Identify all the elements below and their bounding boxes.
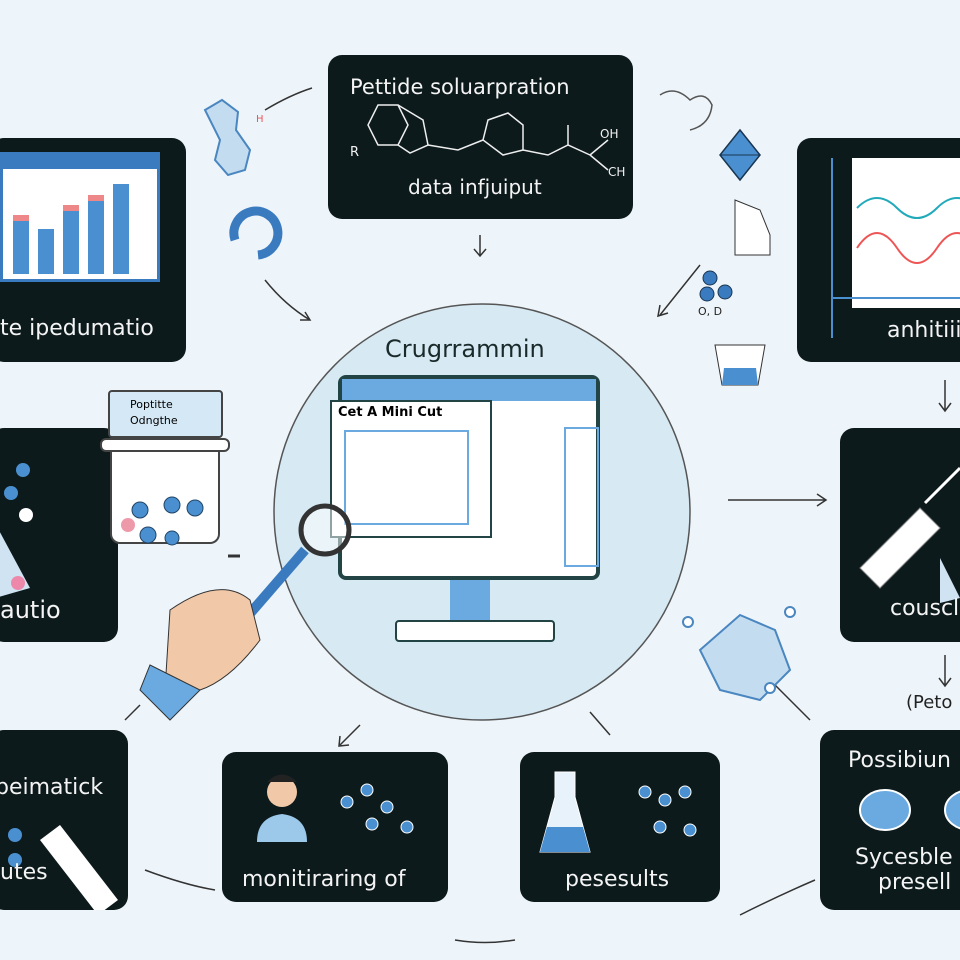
panel-left-bottom: beimatick utes: [0, 730, 128, 910]
molecule-dots-icon: [699, 270, 733, 302]
panel-line2: presell: [878, 870, 952, 895]
app-window[interactable]: Cet A Mini Cut: [330, 400, 492, 538]
panel-label-bottom: utes: [0, 860, 48, 885]
keyboard: [395, 620, 555, 642]
molecule-icon: [203, 98, 252, 177]
document-icon: [734, 199, 771, 256]
cycle-icon: [229, 206, 283, 260]
syringe-icon: [8, 825, 118, 910]
panel-subtitle: data infjuiput: [408, 175, 542, 199]
panel-label: te ipedumatio: [0, 316, 154, 341]
browser-chart-image: [0, 152, 160, 282]
syringe-icon: [859, 466, 960, 603]
center-title: Crugrrammin: [385, 335, 545, 363]
arrow: [264, 87, 313, 111]
h-label: H: [256, 114, 264, 125]
panel-peptide-preparation: Pettide soluarpration R OH CH data infju…: [328, 55, 633, 219]
caption-peto: (Peto: [906, 692, 953, 713]
panel-results: pesesults: [520, 752, 720, 902]
flask-icon: [539, 771, 697, 853]
brain-icon: [859, 789, 960, 831]
chem-label-ch: CH: [608, 165, 626, 179]
arrow: [124, 704, 141, 721]
arrow: [454, 939, 516, 944]
panel-monitoring: monitiraring of: [222, 752, 448, 902]
arrow: [589, 711, 611, 736]
window-title: Cet A Mini Cut: [338, 405, 443, 420]
arrow: [739, 879, 816, 916]
panel-label: couscl: [890, 596, 960, 621]
panel-line1: Sycesble: [855, 845, 953, 870]
chemical-structure-icon: [367, 104, 609, 171]
molecule-label: O, D: [698, 305, 723, 318]
arrow-right: [728, 493, 828, 507]
panel-label: pesesults: [565, 867, 670, 892]
chem-label-oh: OH: [600, 127, 619, 141]
panel-possibilities: Possibiun Sycesble presell: [820, 730, 960, 910]
arrow: [769, 679, 811, 721]
arrow: [657, 264, 701, 318]
panel-label: anhitiii: [887, 318, 960, 343]
network-icon: [682, 606, 796, 702]
panel-right-mid: couscl: [840, 428, 960, 642]
arrow-down: [473, 235, 487, 258]
waveform-chart: [831, 158, 960, 338]
arrow: [144, 869, 216, 891]
cup-label-line1: Poptitte: [130, 398, 173, 411]
panel-title: Pettide soluarpration: [350, 75, 570, 99]
panel-right-top: anhitiii: [797, 138, 960, 362]
arrow-down: [938, 380, 952, 413]
panel-left-mid: autio: [0, 428, 118, 642]
arrow: [264, 279, 312, 321]
arrow-down: [938, 655, 952, 688]
arrow: [338, 724, 361, 747]
panel-label: autio: [0, 596, 61, 624]
heart-icon: [659, 90, 713, 131]
panel-title: Possibiun: [848, 748, 951, 773]
chem-label-r: R: [350, 145, 360, 160]
cup-label-line2: Odngthe: [130, 414, 178, 427]
panel-left-top: te ipedumatio: [0, 138, 186, 362]
peptide-cup: Poptitte Odngthe: [100, 390, 230, 550]
flask-icon: [0, 463, 33, 597]
panel-label: monitiraring of: [242, 867, 406, 892]
panel-label-top: beimatick: [0, 775, 104, 800]
person-icon: [257, 774, 414, 842]
